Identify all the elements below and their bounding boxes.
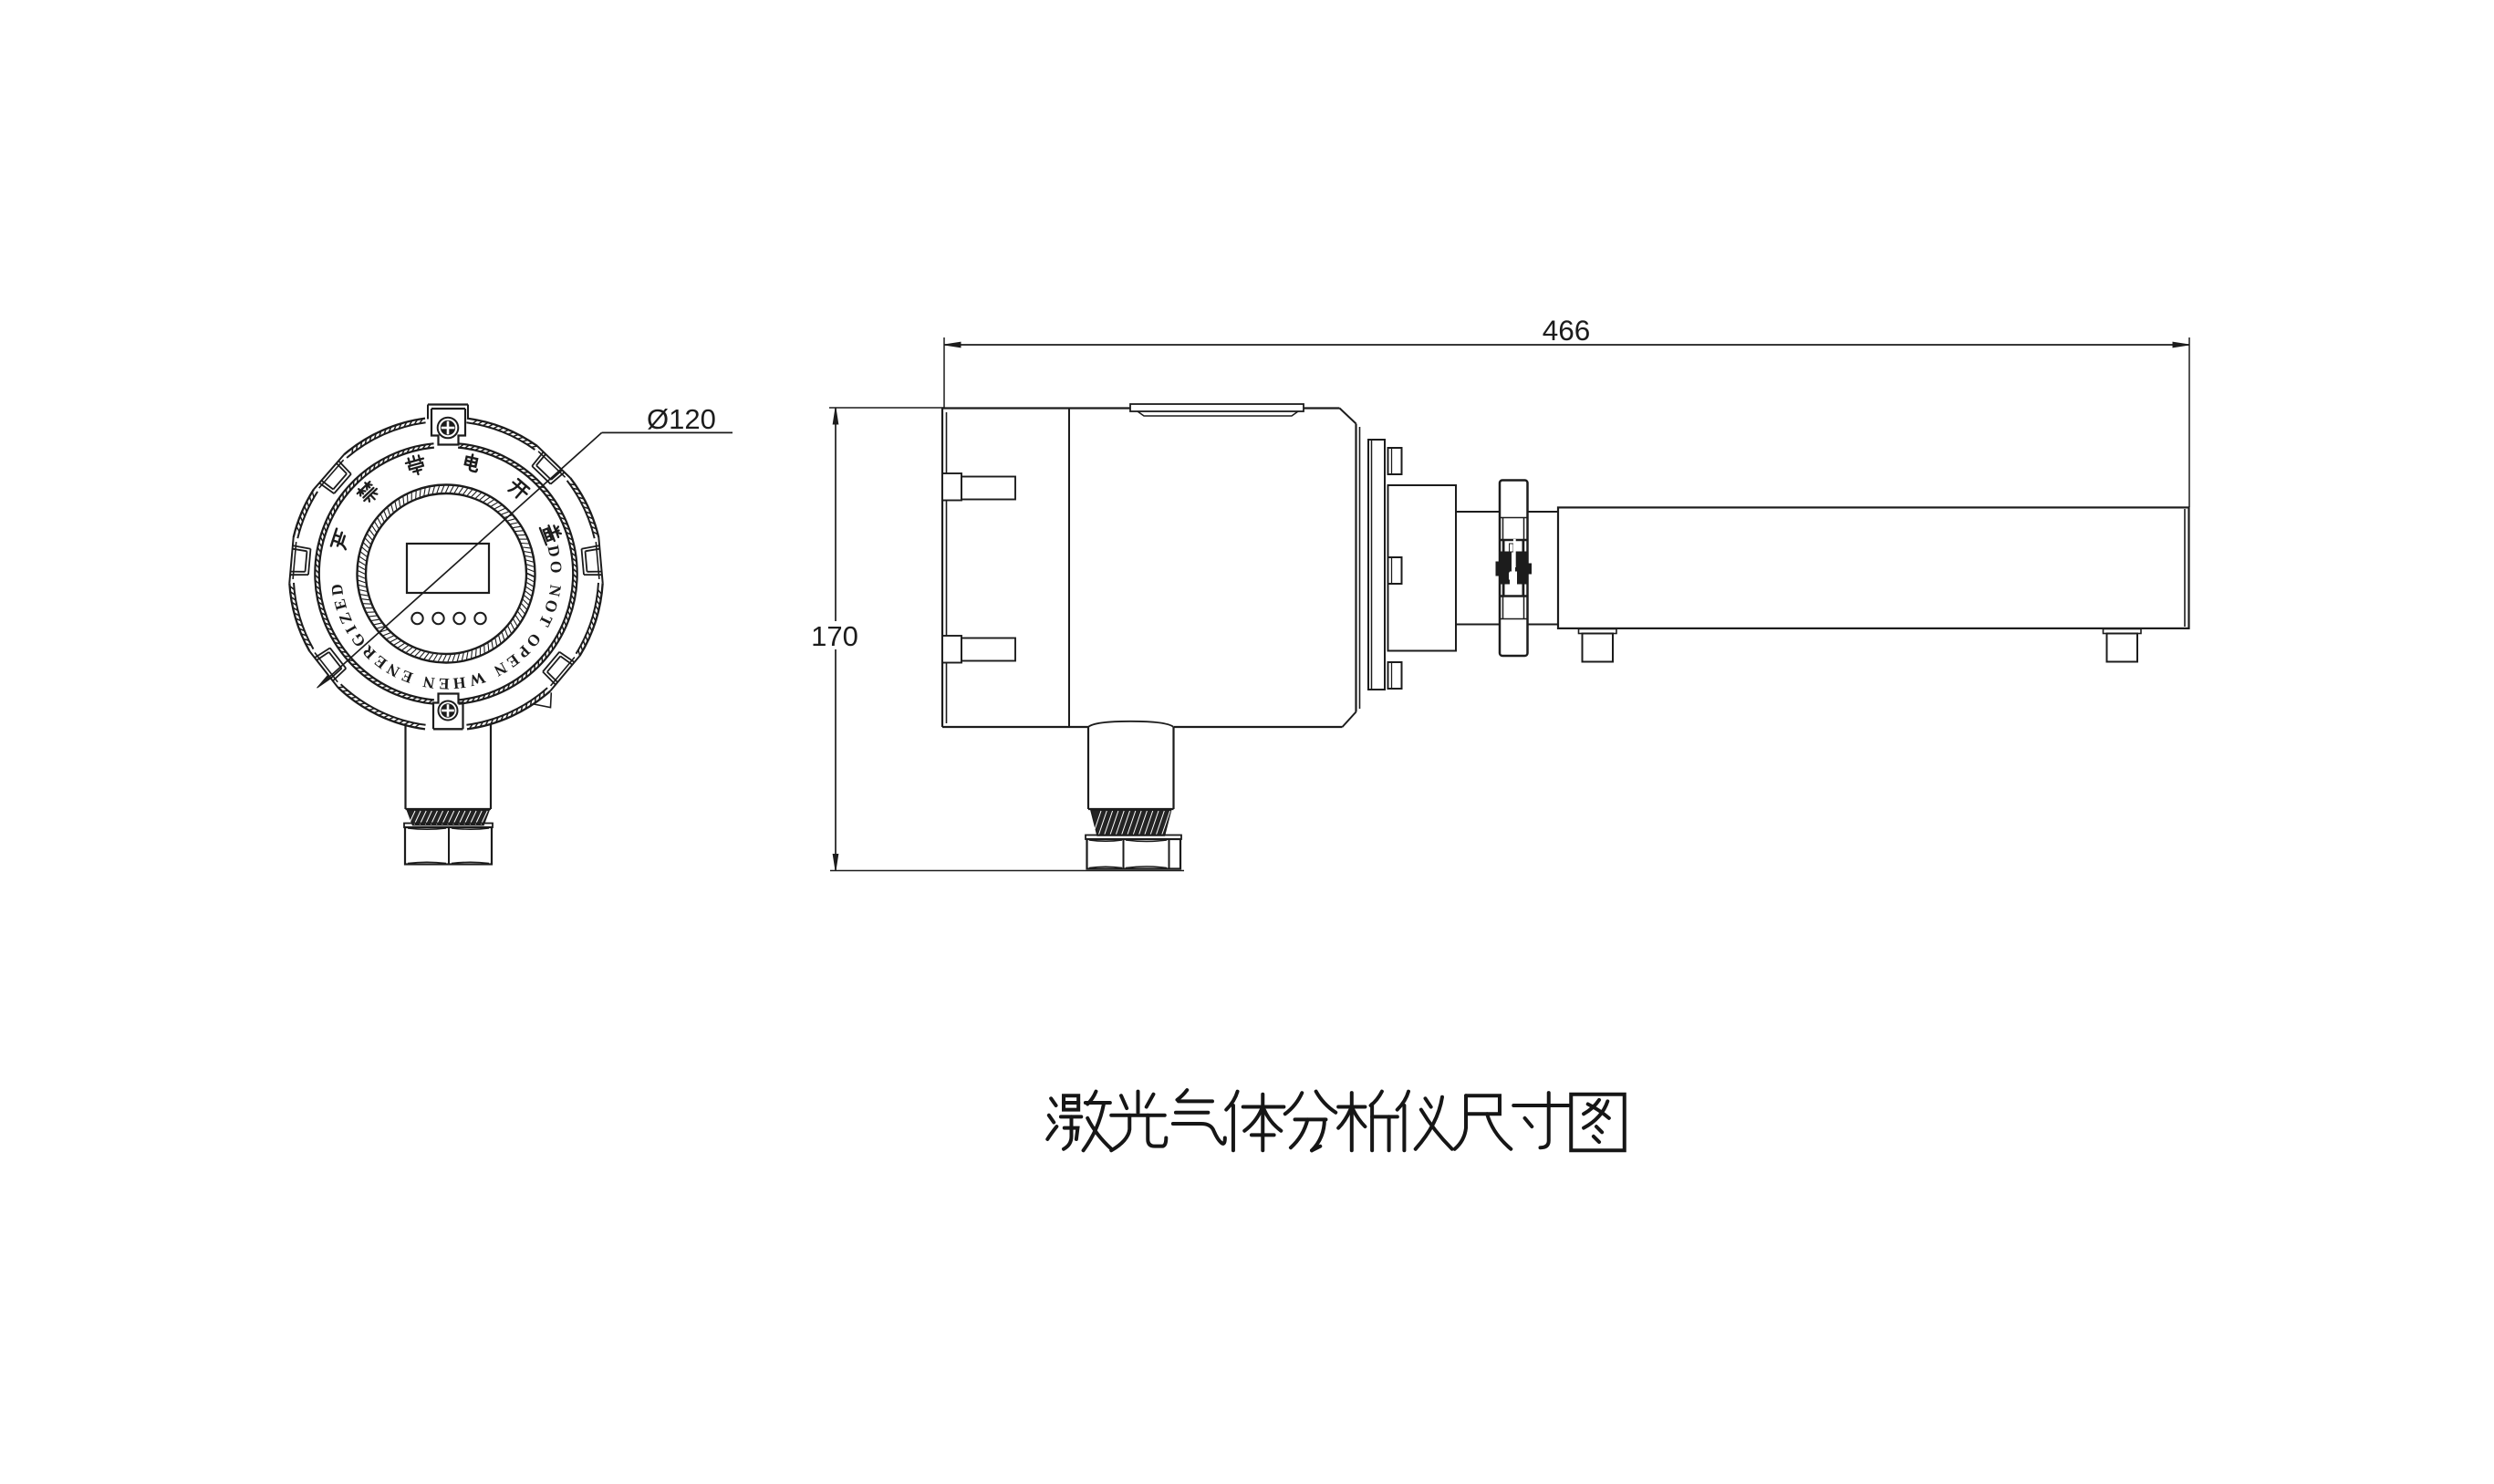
- svg-text:466: 466: [1543, 314, 1591, 347]
- svg-text:Ø120: Ø120: [647, 403, 716, 435]
- svg-text:170: 170: [811, 620, 858, 652]
